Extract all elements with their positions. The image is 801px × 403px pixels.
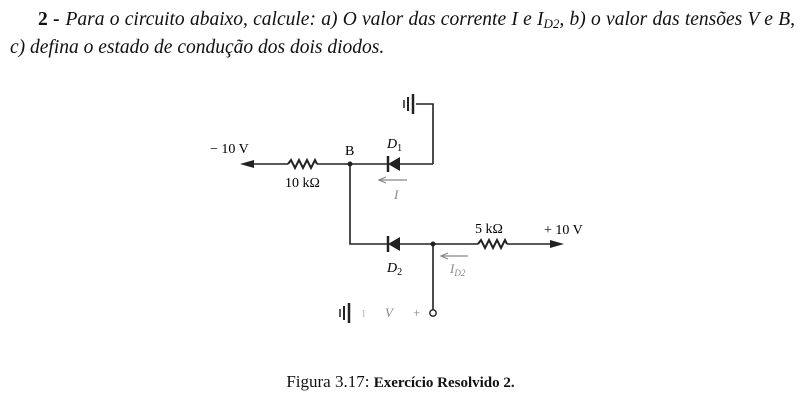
arrow-right-icon [550, 240, 564, 248]
label-d2: D2 [386, 261, 402, 278]
label-node-b: B [345, 144, 354, 159]
resistor-10k [287, 157, 318, 171]
terminal-v [429, 309, 437, 317]
ground-top-icon [403, 94, 415, 114]
label-r2: 5 kΩ [475, 222, 503, 237]
node-b [347, 161, 353, 167]
problem-text-2: , b) o valor das tensões V e B, c) defin… [10, 9, 795, 58]
current-i-arrowhead-icon [377, 176, 387, 184]
resistor-5k [477, 237, 508, 251]
caption-title: Exercício Resolvido 2. [373, 375, 515, 391]
problem-statement: 2 -Para o circuito abaixo, calcule: a) O… [10, 8, 795, 60]
caption-prefix: Figura 3.17: [286, 372, 370, 391]
wire-d1-ground [416, 103, 434, 164]
d2-letter: D [386, 261, 397, 276]
d1-letter: D [386, 137, 397, 152]
diode-d2-icon [386, 236, 400, 252]
d1-sub: 1 [397, 143, 402, 154]
problem-text-1: Para o circuito abaixo, calcule: a) O va… [65, 9, 544, 30]
current-id2-arrowhead-icon [439, 252, 449, 260]
figure-caption: Figura 3.17: Exercício Resolvido 2. [0, 372, 801, 392]
diode-d1-icon [386, 156, 400, 172]
wire-b-d2 [349, 164, 387, 245]
label-d1: D1 [386, 137, 402, 154]
label-r1: 10 kΩ [285, 176, 320, 191]
label-plus-10v: + 10 V [544, 223, 583, 238]
id2-sub: D2 [453, 268, 465, 278]
d2-sub: 2 [397, 267, 402, 278]
ground-bottom-icon [339, 303, 351, 323]
label-minus-10v: − 10 V [210, 142, 249, 157]
id2-letter: I [449, 261, 455, 276]
problem-sub-d2: D2 [543, 16, 560, 31]
label-current-i: I [393, 187, 399, 202]
label-v: V [385, 305, 395, 320]
label-current-id2: ID2 [449, 261, 466, 278]
arrow-left-icon [240, 160, 254, 168]
label-v-minus: I [362, 309, 365, 320]
problem-number: 2 - [38, 9, 60, 30]
label-v-plus: + [413, 305, 420, 320]
node-d2 [430, 241, 436, 247]
